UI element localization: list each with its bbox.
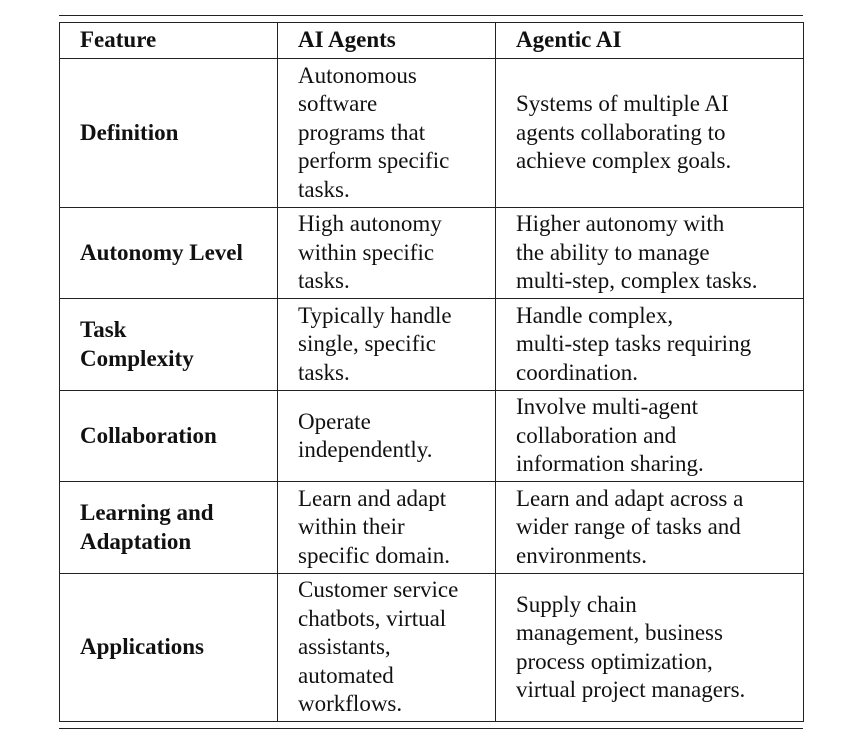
- row-ai-agents-cell: Autonomous software programs that perfor…: [277, 58, 496, 208]
- table-row: Definition Autonomous software programs …: [59, 58, 804, 208]
- header-agentic-ai: Agentic AI: [495, 22, 804, 59]
- comparison-table: Feature AI Agents Agentic AI Definition …: [59, 22, 804, 722]
- row-agentic-ai-cell: Systems of multiple AI agents collaborat…: [495, 58, 804, 208]
- row-ai-agents-cell: Typically handle single, specific tasks.: [277, 298, 496, 391]
- row-feature-label: Definition: [59, 58, 278, 208]
- table-bottom-rule: [59, 728, 803, 729]
- table-row: Applications Customer service chatbots, …: [59, 573, 804, 722]
- row-agentic-ai-cell: Learn and adapt across a wider range of …: [495, 481, 804, 574]
- header-feature: Feature: [59, 22, 278, 59]
- row-agentic-ai-cell: Supply chain management, business proces…: [495, 573, 804, 722]
- table-top-rule: [59, 15, 803, 16]
- table-row: Learning and Adaptation Learn and adapt …: [59, 481, 804, 574]
- row-ai-agents-cell: Learn and adapt within their specific do…: [277, 481, 496, 574]
- row-feature-label: Learning and Adaptation: [59, 481, 278, 574]
- row-ai-agents-cell: Operate independently.: [277, 390, 496, 482]
- row-agentic-ai-cell: Involve multi-agent collaboration and in…: [495, 390, 804, 482]
- row-feature-label: Autonomy Level: [59, 207, 278, 299]
- row-feature-label: Applications: [59, 573, 278, 722]
- row-agentic-ai-cell: Higher autonomy with the ability to mana…: [495, 207, 804, 299]
- table-row: Autonomy Level High autonomy within spec…: [59, 207, 804, 299]
- table-row: Task Complexity Typically handle single,…: [59, 298, 804, 391]
- row-feature-label: Task Complexity: [59, 298, 278, 391]
- row-feature-label: Collaboration: [59, 390, 278, 482]
- header-ai-agents: AI Agents: [277, 22, 496, 59]
- table-header-row: Feature AI Agents Agentic AI: [59, 22, 804, 59]
- row-ai-agents-cell: High autonomy within specific tasks.: [277, 207, 496, 299]
- table-row: Collaboration Operate independently. Inv…: [59, 390, 804, 482]
- row-agentic-ai-cell: Handle complex, multi-step tasks requiri…: [495, 298, 804, 391]
- row-ai-agents-cell: Customer service chatbots, virtual assis…: [277, 573, 496, 722]
